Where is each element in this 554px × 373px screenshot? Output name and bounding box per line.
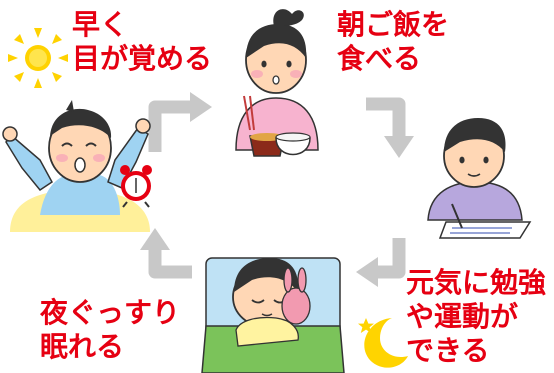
cycle-arrow-bottom [374, 238, 406, 279]
sun-icon [8, 28, 68, 88]
star-icon [358, 318, 374, 333]
sleeping-child-illustration [201, 257, 345, 373]
label-eat-breakfast: 朝ご飯を 食べる [337, 8, 450, 75]
cycle-arrow-bottom-head [356, 257, 378, 287]
cycle-arrow-left-head [140, 228, 170, 250]
label-study-exercise: 元気に勉強 や運動が できる [406, 266, 547, 367]
cycle-arrow-left [148, 246, 192, 279]
cycle-arrow-top-head [190, 92, 212, 122]
waking-child-illustration [2, 100, 151, 232]
alarm-clock-icon [120, 165, 152, 208]
cycle-arrow-right [366, 97, 406, 140]
cycle-arrow-right-head [384, 136, 414, 158]
studying-boy-illustration [427, 118, 532, 239]
label-wake-early: 早く 目が覚める [72, 8, 213, 75]
moon-icon [364, 318, 408, 368]
eating-girl-illustration [235, 9, 319, 157]
label-sleep-well: 夜ぐっすり 眠れる [40, 296, 181, 363]
cycle-arrow-top [148, 100, 195, 152]
